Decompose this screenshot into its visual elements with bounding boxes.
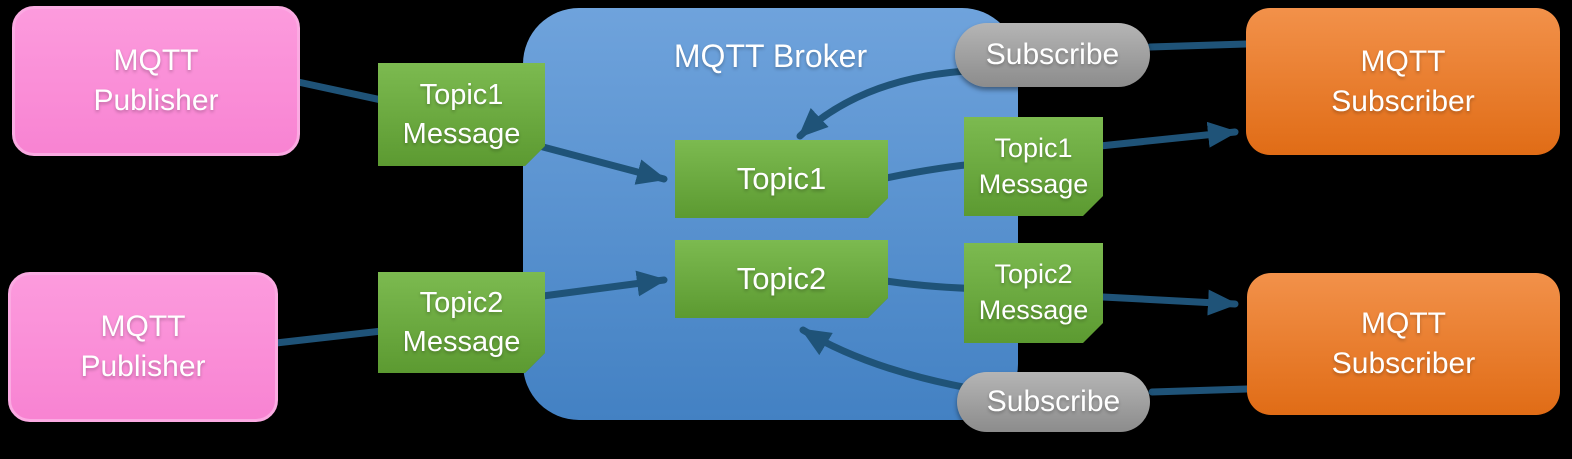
topic1-message-left-label: Topic1 Message [402, 79, 521, 150]
arrow-right-message2-to-subscriber2 [1099, 289, 1239, 316]
mqtt-publisher-1: MQTT Publisher [12, 6, 300, 156]
subscribe-pill-2: Subscribe [957, 372, 1150, 432]
subscribe-pill-1: Subscribe [955, 23, 1150, 87]
line-subscriber1-to-subscribe1 [1146, 40, 1250, 51]
mqtt-publisher-2: MQTT Publisher [8, 272, 278, 422]
topic2-node: Topic2 [675, 240, 888, 318]
topic1-label: Topic1 [736, 160, 827, 196]
topic1-message-right-label: Topic1 Message [978, 132, 1089, 199]
publisher-2-label: MQTT Publisher [80, 310, 206, 383]
subscribe-pill-1-label: Subscribe [985, 38, 1120, 72]
topic2-message-right-label: Topic2 Message [978, 259, 1089, 325]
arrow-right-message1-to-subscriber1 [1096, 121, 1239, 150]
topic1-message-note-left: Topic1 Message [378, 63, 545, 166]
topic1-node: Topic1 [675, 140, 888, 218]
subscriber-1-label: MQTT Subscriber [1331, 44, 1475, 118]
topic2-message-left-label: Topic2 Message [402, 287, 521, 358]
publisher-1-label: MQTT Publisher [93, 44, 219, 117]
topic2-label: Topic2 [736, 260, 827, 296]
subscriber-2-label: MQTT Subscriber [1331, 307, 1476, 380]
topic1-message-note-right: Topic1 Message [964, 117, 1103, 216]
topic2-message-note-left: Topic2 Message [378, 272, 545, 373]
mqtt-subscriber-2: MQTT Subscriber [1247, 273, 1560, 415]
mqtt-subscriber-1: MQTT Subscriber [1246, 8, 1560, 155]
line-subscriber2-to-subscribe2 [1148, 385, 1251, 396]
subscribe-pill-2-label: Subscribe [986, 385, 1121, 419]
topic2-message-note-right: Topic2 Message [964, 243, 1103, 343]
broker-title: MQTT Broker [673, 38, 868, 74]
